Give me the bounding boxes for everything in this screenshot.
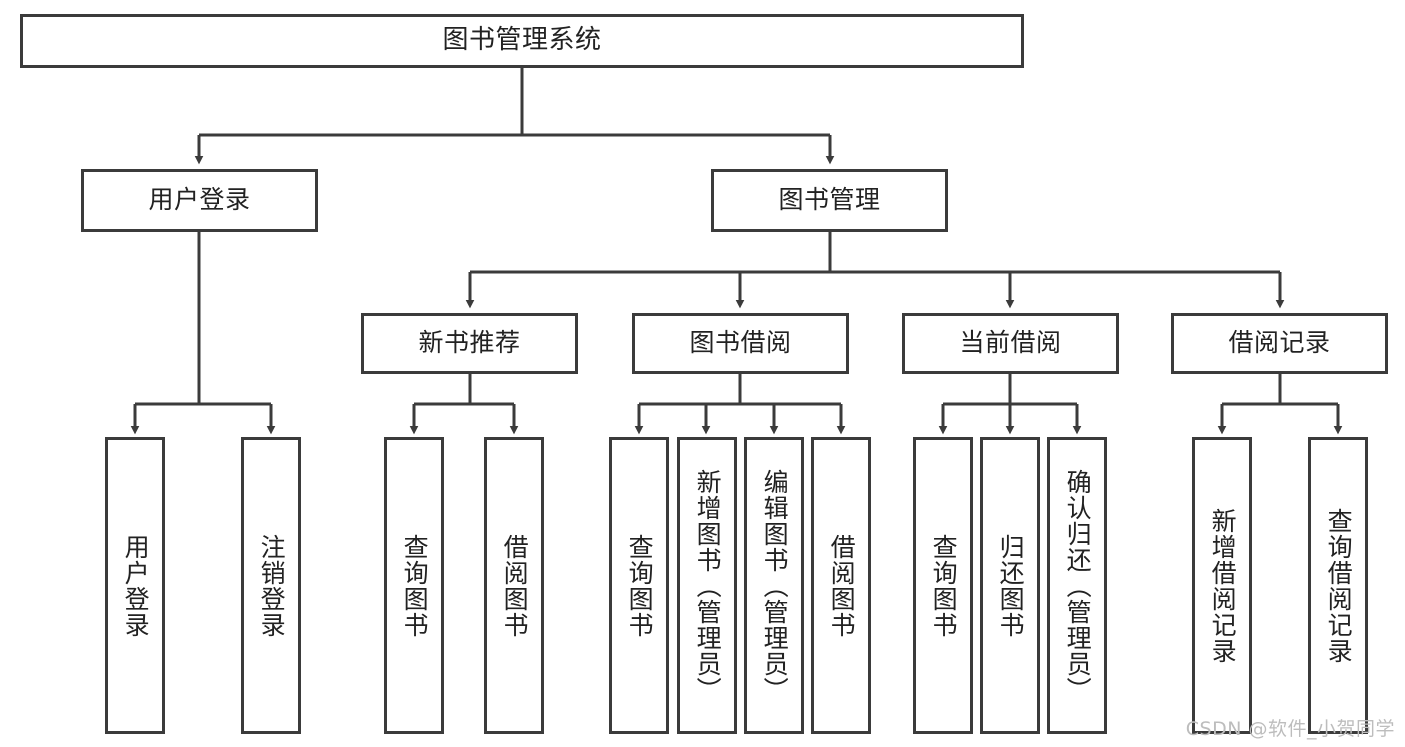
node-label: 新增图书（管理员） (693, 468, 723, 703)
leaf-edit-book-admin[interactable]: 编辑图书（管理员） (744, 437, 804, 734)
leaf-logout[interactable]: 注销登录 (241, 437, 301, 734)
node-label: 用户登录 (121, 533, 151, 638)
leaf-query-books-current[interactable]: 查询图书 (913, 437, 973, 734)
node-label: 编辑图书（管理员） (760, 468, 790, 703)
leaf-user-login[interactable]: 用户登录 (105, 437, 165, 734)
node-label: 查询图书 (400, 533, 430, 638)
leaf-confirm-return-admin[interactable]: 确认归还（管理员） (1047, 437, 1107, 734)
node-label: 图书管理系统 (442, 25, 602, 56)
node-label: 当前借阅 (959, 328, 1062, 358)
node-book-borrow[interactable]: 图书借阅 (632, 313, 849, 374)
leaf-query-books-borrow[interactable]: 查询图书 (609, 437, 669, 734)
node-current-borrow[interactable]: 当前借阅 (902, 313, 1119, 374)
node-label: 归还图书 (996, 533, 1026, 638)
node-new-book-recommendation[interactable]: 新书推荐 (361, 313, 578, 374)
leaf-add-book-admin[interactable]: 新增图书（管理员） (677, 437, 737, 734)
leaf-add-borrow-record[interactable]: 新增借阅记录 (1192, 437, 1252, 734)
node-user-login[interactable]: 用户登录 (81, 169, 318, 232)
node-label: 借阅图书 (500, 533, 530, 638)
node-label: 图书管理 (778, 185, 881, 215)
node-label: 查询图书 (625, 533, 655, 638)
leaf-borrow-books[interactable]: 借阅图书 (811, 437, 871, 734)
leaf-borrow-books-recommend[interactable]: 借阅图书 (484, 437, 544, 734)
leaf-query-borrow-record[interactable]: 查询借阅记录 (1308, 437, 1368, 734)
node-label: 新书推荐 (418, 328, 521, 358)
node-borrow-records[interactable]: 借阅记录 (1171, 313, 1388, 374)
node-label: 确认归还（管理员） (1063, 468, 1093, 703)
leaf-query-books-recommend[interactable]: 查询图书 (384, 437, 444, 734)
node-label: 借阅图书 (827, 533, 857, 638)
node-label: 查询图书 (929, 533, 959, 638)
leaf-return-books[interactable]: 归还图书 (980, 437, 1040, 734)
node-label: 借阅记录 (1228, 328, 1331, 358)
node-book-management[interactable]: 图书管理 (711, 169, 948, 232)
node-label: 图书借阅 (689, 328, 792, 358)
node-label: 用户登录 (148, 185, 251, 215)
node-label: 注销登录 (257, 533, 287, 638)
node-label: 查询借阅记录 (1324, 507, 1354, 664)
node-label: 新增借阅记录 (1208, 507, 1238, 664)
watermark-text: CSDN @软件_小贺同学 (1185, 718, 1395, 740)
node-root-book-management-system[interactable]: 图书管理系统 (20, 14, 1024, 68)
